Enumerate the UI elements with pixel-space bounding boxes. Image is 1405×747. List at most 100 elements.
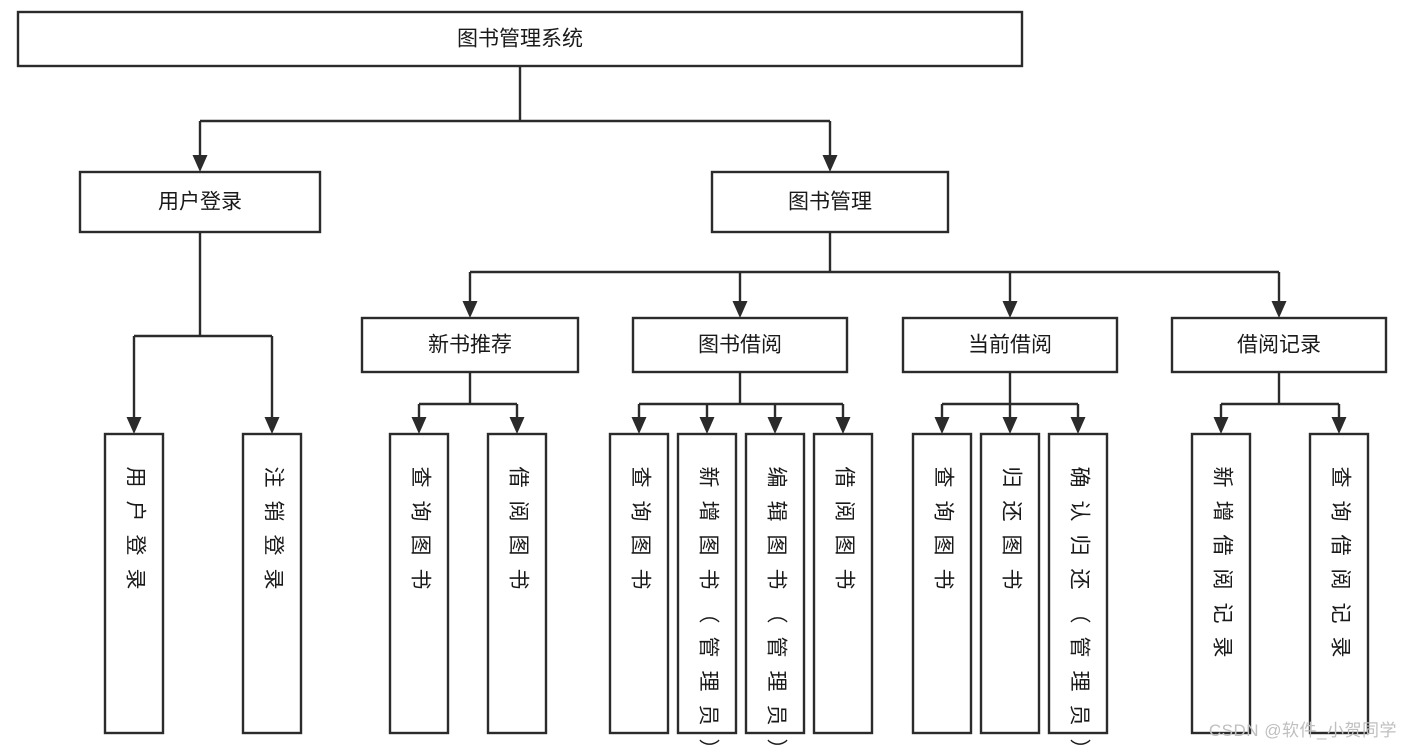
node-label-char: 查 [1328,467,1351,488]
node-label-char: 询 [931,501,954,522]
arrow-head-icon [699,417,715,434]
node-book-borrow[interactable]: 图书借阅 [631,316,849,374]
node-current-borrow[interactable]: 当前借阅 [901,316,1119,374]
node-label-char: 归 [999,467,1022,488]
node-label-char: 图 [696,535,719,556]
node-label-char: 编 [764,467,787,488]
node-box [911,432,973,735]
node-box [103,432,165,735]
node-label-char: 理 [764,671,787,692]
node-label: 当前借阅 [968,334,1052,357]
node-box [241,432,303,735]
node-label-char: 录 [1210,637,1233,658]
node-label-char: 员 [696,705,719,726]
node-label-char: 新 [1210,467,1233,488]
connector-user-login-to-leaves [126,232,280,434]
node-label-char: 注 [261,467,284,488]
connector-current-borrow-to-leaves [934,372,1086,434]
node-label-char: 增 [696,501,719,522]
node-label-char: 用 [123,467,146,488]
node-label-char: 登 [261,535,284,556]
arrow-head-icon [126,417,142,434]
node-label-char: （ [696,603,719,624]
nodes-layer: 图书管理系统用户登录图书管理新书推荐图书借阅当前借阅借阅记录用户登录注销登录查询… [16,10,1388,747]
arrow-head-icon [732,301,748,318]
node-label-char: 图 [764,535,787,556]
node-label-char: 理 [1067,671,1090,692]
arrow-head-icon [1002,417,1018,434]
node-label-char: 登 [123,535,146,556]
node-label-char: 借 [506,467,529,488]
node-label-char: 管 [764,637,787,658]
csdn-watermark: CSDN @软件_小贺同学 [1208,721,1397,740]
node-label-char: 书 [408,569,431,590]
node-label-char: 借 [1210,535,1233,556]
node-box [744,432,806,735]
node-label-char: 还 [1067,569,1090,590]
node-label-char: 录 [261,569,284,590]
node-new-book-recommend[interactable]: 新书推荐 [360,316,580,374]
node-label-char: 查 [931,467,954,488]
node-label: 借阅记录 [1237,334,1321,357]
arrow-head-icon [767,417,783,434]
node-label: 图书管理系统 [457,28,583,51]
node-label: 图书借阅 [698,334,782,357]
node-label-char: 还 [999,501,1022,522]
node-label-char: 录 [1328,637,1351,658]
node-label-char: 销 [261,501,284,522]
node-label-char: （ [764,603,787,624]
node-label-char: 书 [931,569,954,590]
connector-borrow-record-to-leaves [1213,372,1347,434]
node-borrow-record[interactable]: 借阅记录 [1170,316,1388,374]
node-label-char: 理 [696,671,719,692]
arrow-head-icon [1331,417,1347,434]
node-user-login[interactable]: 用户登录 [78,170,322,234]
node-label-char: 阅 [506,501,529,522]
node-box [16,10,1024,68]
node-label-char: 归 [1067,535,1090,556]
node-book-management[interactable]: 图书管理 [710,170,950,234]
node-label-char: 阅 [1210,569,1233,590]
node-leaf-user-login[interactable]: 用户登录 [103,432,165,735]
node-label-char: 阅 [832,501,855,522]
node-box [812,432,874,735]
node-label-char: 书 [764,569,787,590]
node-box [608,432,670,735]
arrow-head-icon [411,417,427,434]
node-label-char: ） [764,739,787,747]
node-label-char: 新 [696,467,719,488]
node-box [388,432,450,735]
arrow-head-icon [835,417,851,434]
arrow-head-icon [631,417,647,434]
node-box [676,432,738,735]
node-label-char: 图 [931,535,954,556]
node-label-char: 书 [696,569,719,590]
node-box [710,170,950,234]
node-root[interactable]: 图书管理系统 [16,10,1024,68]
node-label-char: 查 [628,467,651,488]
node-label-char: 认 [1067,501,1090,522]
arrow-head-icon [264,417,280,434]
node-label-char: 员 [764,705,787,726]
arrow-head-icon [462,301,478,318]
arrow-head-icon [1002,301,1018,318]
node-label-char: 记 [1210,603,1233,624]
node-label-char: 图 [628,535,651,556]
node-label-char: 图 [408,535,431,556]
node-box [1308,432,1370,735]
arrow-head-icon [822,155,838,172]
node-label-char: 查 [408,467,431,488]
